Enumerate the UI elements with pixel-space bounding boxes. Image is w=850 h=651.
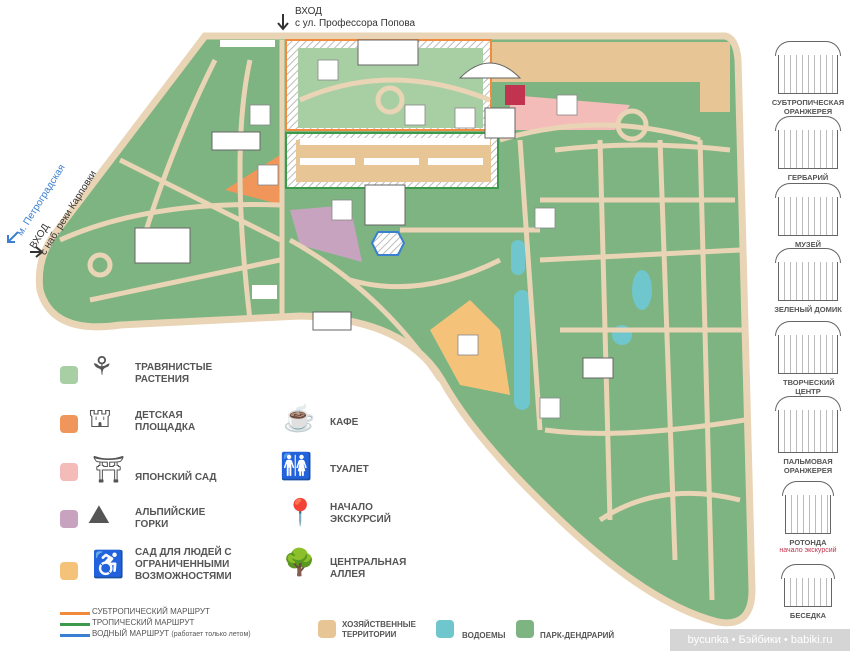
herb-swatch (60, 366, 78, 384)
toilet-marker-icon (249, 104, 271, 126)
building-label: СУБТРОПИЧЕСКАЯ ОРАНЖЕРЕЯ (771, 98, 845, 116)
building-label: ТВОРЧЕСКИЙ ЦЕНТР (783, 378, 835, 396)
building-label: БЕСЕДКА (789, 611, 827, 620)
legend-label: НАЧАЛО ЭКСКУРСИЙ (330, 502, 391, 525)
lantern-icon: ⛩ (92, 454, 126, 484)
map-pin-icon: 📍 (284, 497, 317, 527)
legend-label: ТРАВЯНИСТЫЕ РАСТЕНИЯ (135, 362, 213, 385)
service-area (490, 42, 730, 82)
playground-marker-icon (257, 164, 279, 186)
mountain-icon: ⛰ (88, 499, 110, 529)
herb-marker-icon (317, 59, 339, 81)
service-swatch (318, 620, 336, 638)
watermark: bycunka • Бэйбики • babiki.ru (670, 629, 850, 651)
map-buildings (134, 39, 614, 379)
building-label: ГЕРБАРИЙ (787, 173, 829, 182)
building-museum: МУЗЕЙ (768, 183, 848, 249)
alpine-marker-icon (331, 199, 353, 221)
creative-center-icon (775, 321, 841, 374)
route-label: ВОДНЫЙ МАРШРУТ (работает только летом) (92, 629, 251, 638)
pond (511, 240, 525, 275)
japan-swatch (60, 463, 78, 481)
map-markers (249, 59, 578, 419)
paths (58, 40, 746, 601)
arrow-down-icon (277, 14, 289, 31)
legend-label: САД ДЛЯ ЛЮДЕЙ С ОГРАНИЧЕННЫМИ ВОЗМОЖНОСТ… (135, 547, 232, 582)
alpine-swatch (60, 510, 78, 528)
gazebo-icon (781, 564, 835, 607)
building-palm-greenhouse: ПАЛЬМОВАЯ ОРАНЖЕРЕЯ (768, 396, 848, 475)
herbarium-icon (775, 116, 841, 169)
route-label: СУБТРОПИЧЕСКИЙ МАРШРУТ (92, 607, 210, 616)
subtropical-route-line (60, 612, 90, 615)
tulip-icon: ⚘ (90, 351, 114, 381)
access-swatch (60, 562, 78, 580)
legend-label: АЛЬПИЙСКИЕ ГОРКИ (135, 507, 206, 530)
building-green-house: ЗЕЛЕНЫЙ ДОМИК (768, 248, 848, 314)
kids-swatch (60, 415, 78, 433)
trees-icon: 🌳 (283, 547, 316, 577)
water-route-line (60, 634, 90, 637)
entrance-title: ВХОД (295, 6, 322, 17)
area-label: ПАРК-ДЕНДРАРИЙ (540, 631, 615, 640)
building-label: ПАЛЬМОВАЯ ОРАНЖЕРЕЯ (783, 457, 833, 475)
building-creative-center: ТВОРЧЕСКИЙ ЦЕНТР (768, 321, 848, 396)
legend-label: ЦЕНТРАЛЬНАЯ АЛЛЕЯ (330, 557, 407, 580)
park-boundary (35, 32, 756, 627)
legend-label: ТУАЛЕТ (330, 464, 369, 475)
greenhouse-icon (775, 41, 841, 94)
tropical-route-line (60, 623, 90, 626)
area-label: ВОДОЕМЫ (462, 631, 506, 640)
palm-greenhouse-icon (775, 396, 841, 453)
playground-icon: ⛫ (88, 403, 112, 433)
legend-label: ЯПОНСКИЙ САД (135, 472, 217, 483)
building-label: МУЗЕЙ (794, 240, 821, 249)
legend-label: КАФЕ (330, 417, 359, 428)
route-note: (работает только летом) (171, 631, 251, 638)
trees-marker-icon (539, 397, 561, 419)
lantern-marker-icon (556, 94, 578, 116)
arrow-right-icon (30, 246, 44, 258)
trees-marker-icon (534, 207, 556, 229)
building-gazebo: БЕСЕДКА (768, 564, 848, 620)
museum-icon (775, 183, 841, 236)
toilet-marker-icon (454, 107, 476, 129)
building-label: РОТОНДА (789, 538, 827, 547)
house-icon (775, 248, 841, 301)
building-subtropical-greenhouse: СУБТРОПИЧЕСКАЯ ОРАНЖЕРЕЯ (768, 41, 848, 116)
building-label: ЗЕЛЕНЫЙ ДОМИК (774, 305, 842, 314)
tour-start-marker-icon (505, 85, 525, 105)
wheelchair-icon: ♿ (92, 549, 125, 579)
arrow-left-icon (7, 231, 19, 243)
building-herbarium: ГЕРБАРИЙ (768, 116, 848, 182)
cup-icon: ☕ (283, 403, 316, 433)
water-swatch (436, 620, 454, 638)
legend-label: ДЕТСКАЯ ПЛОЩАДКА (135, 410, 196, 433)
route-name: ВОДНЫЙ МАРШРУТ (92, 629, 170, 638)
cafe-marker-icon (404, 104, 426, 126)
building-sublabel: начало экскурсий (779, 547, 837, 554)
area-label: ХОЗЯЙСТВЕННЫЕ ТЕРРИТОРИИ (342, 620, 416, 639)
wheelchair-marker-icon (457, 334, 479, 356)
park-swatch (516, 620, 534, 638)
toilet-icon: 🚻 (280, 451, 313, 481)
rotunda-icon (782, 481, 834, 534)
route-label: ТРОПИЧЕСКИЙ МАРШРУТ (92, 618, 195, 627)
entrance-subtitle: с ул. Профессора Попова (295, 18, 416, 29)
